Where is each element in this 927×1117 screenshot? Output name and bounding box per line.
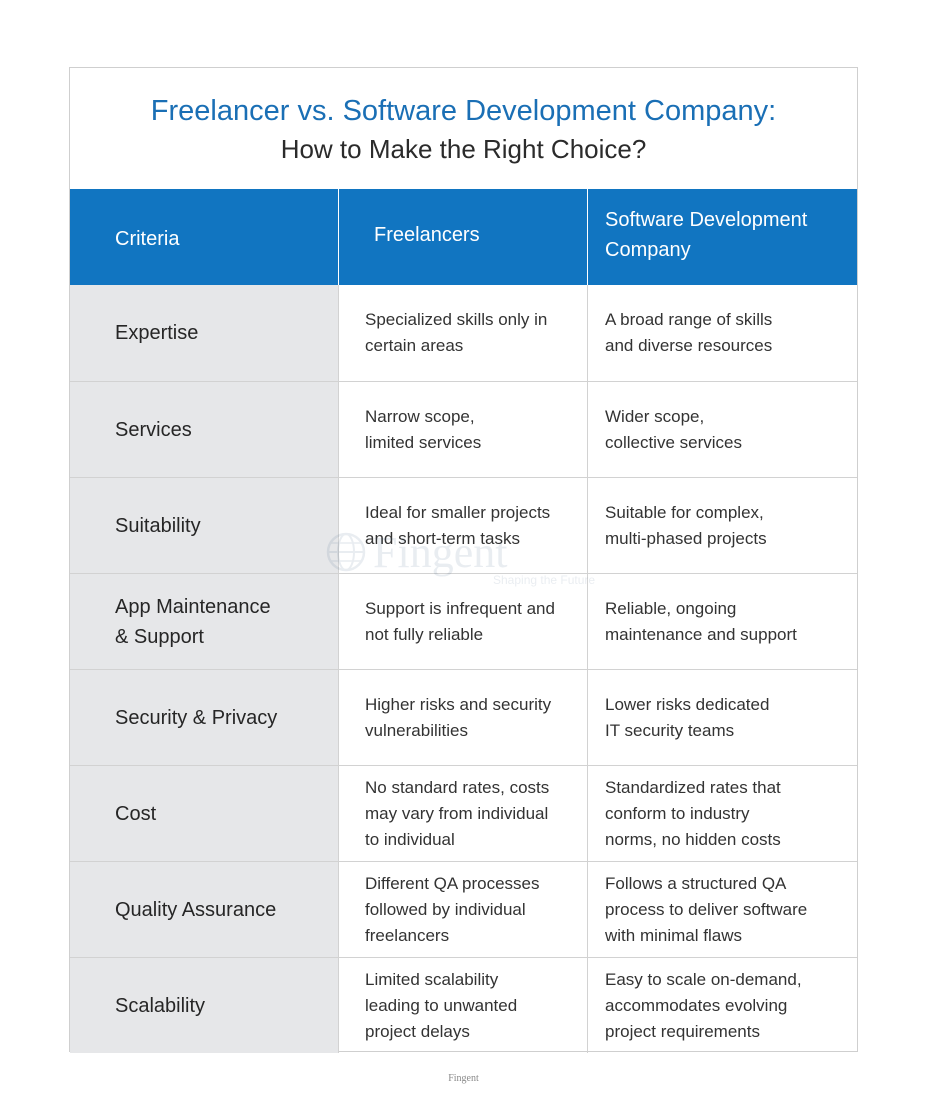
comparison-table: Criteria Freelancers Software Developmen… bbox=[70, 189, 857, 1053]
freelancer-cell: No standard rates, costs may vary from i… bbox=[339, 766, 588, 861]
table-row: Quality Assurance Different QA processes… bbox=[70, 861, 857, 957]
freelancer-cell: Support is infrequent and not fully reli… bbox=[339, 574, 588, 669]
criteria-cell: Suitability bbox=[70, 478, 339, 573]
freelancer-cell: Specialized skills only in certain areas bbox=[339, 285, 588, 381]
company-cell: Wider scope, collective services bbox=[605, 406, 742, 452]
company-cell: Reliable, ongoing maintenance and suppor… bbox=[605, 598, 797, 644]
table-row: Cost No standard rates, costs may vary f… bbox=[70, 765, 857, 861]
company-cell: A broad range of skills and diverse reso… bbox=[605, 310, 773, 355]
title-area: Freelancer vs. Software Development Comp… bbox=[70, 68, 857, 189]
table-header-row: Criteria Freelancers Software Developmen… bbox=[70, 189, 857, 285]
table-row: Services Narrow scope, limited services … bbox=[70, 381, 857, 477]
criteria-cell: Services bbox=[70, 382, 339, 477]
freelancer-cell: Ideal for smaller projects and short-ter… bbox=[339, 478, 588, 573]
freelancer-cell: Narrow scope, limited services bbox=[339, 382, 588, 477]
company-cell: Standardized rates that conform to indus… bbox=[605, 777, 781, 849]
company-cell: Suitable for complex, multi-phased proje… bbox=[605, 502, 767, 548]
table-row: App Maintenance & Support Support is inf… bbox=[70, 573, 857, 669]
table-row: Suitability Ideal for smaller projects a… bbox=[70, 477, 857, 573]
criteria-cell: Scalability bbox=[70, 958, 339, 1053]
table-row: Security & Privacy Higher risks and secu… bbox=[70, 669, 857, 765]
criteria-cell: Security & Privacy bbox=[70, 670, 339, 765]
criteria-cell: Quality Assurance bbox=[70, 862, 339, 957]
company-cell: Easy to scale on-demand, accommodates ev… bbox=[605, 969, 802, 1041]
freelancer-cell: Limited scalability leading to unwanted … bbox=[339, 958, 588, 1053]
header-freelancers: Freelancers bbox=[339, 189, 588, 285]
footer-brand: Fingent bbox=[448, 1073, 479, 1084]
company-cell: Lower risks dedicated IT security teams bbox=[605, 694, 770, 740]
criteria-cell: Cost bbox=[70, 766, 339, 861]
header-company: Software Development Company bbox=[605, 209, 808, 261]
criteria-cell: Expertise bbox=[70, 285, 339, 381]
freelancer-cell: Higher risks and security vulnerabilitie… bbox=[339, 670, 588, 765]
page-title: Freelancer vs. Software Development Comp… bbox=[150, 95, 777, 127]
freelancer-cell: Different QA processes followed by indiv… bbox=[339, 862, 588, 957]
criteria-cell: App Maintenance & Support bbox=[70, 574, 339, 669]
header-criteria: Criteria bbox=[70, 189, 339, 285]
comparison-card: Freelancer vs. Software Development Comp… bbox=[69, 67, 858, 1053]
table-row: Expertise Specialized skills only in cer… bbox=[70, 285, 857, 381]
page-subtitle: How to Make the Right Choice? bbox=[280, 134, 647, 164]
table-row: Scalability Limited scalability leading … bbox=[70, 957, 857, 1053]
company-cell: Follows a structured QA process to deliv… bbox=[605, 873, 808, 945]
